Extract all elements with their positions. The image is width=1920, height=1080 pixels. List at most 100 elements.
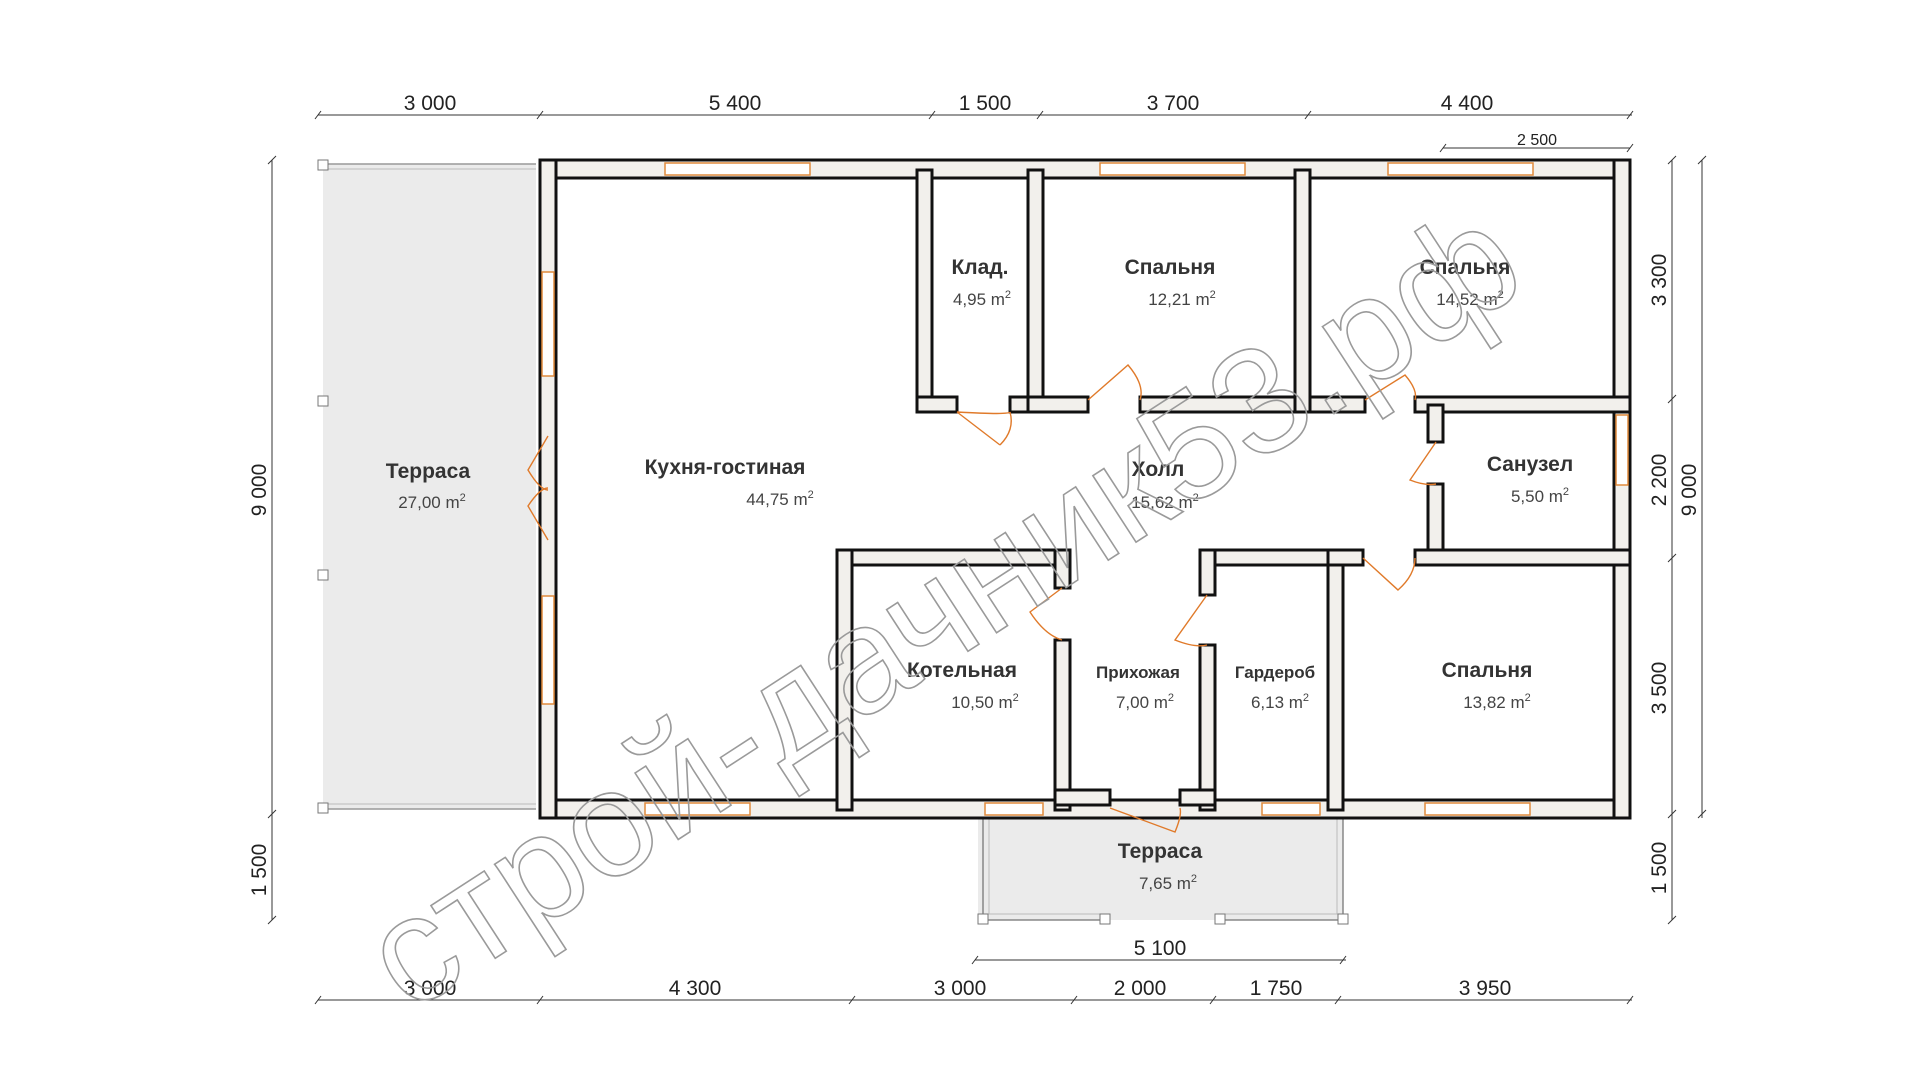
terrace-post: [1214, 913, 1226, 925]
dim-top-2: 5 400: [709, 92, 762, 115]
dim-tick: [267, 155, 277, 165]
wall-bedroom3-top-right: [1413, 548, 1632, 567]
window-bottom-boiler: [984, 802, 1044, 816]
dim-right-1: 3 300: [1648, 254, 1671, 307]
room-name-hall: Холл: [1132, 458, 1185, 481]
terrace-entry-rail-right-inner: [1220, 815, 1338, 915]
room-name-terrace-entry: Терраса: [1118, 840, 1203, 863]
dim-tick: [1339, 955, 1347, 965]
dim-tick: [1626, 995, 1634, 1005]
area-sup: 2: [1303, 692, 1309, 704]
dim-bottom-2: 4 300: [669, 977, 722, 1000]
dim-left-terrace: 1 500: [248, 844, 271, 897]
dim-tick: [1626, 110, 1634, 120]
door-terrace-lower: [527, 487, 549, 541]
area-sup: 2: [808, 489, 814, 501]
wall-boiler-left: [835, 548, 854, 812]
area-value: 15,62 m: [1131, 493, 1192, 512]
wall-wardrobe-left-bottom: [1198, 643, 1217, 812]
terrace-entry-floor: [978, 812, 1343, 920]
room-name-bedroom-1: Спальня: [1125, 256, 1216, 279]
window-left-lower: [541, 595, 555, 705]
wall-storage-right: [1026, 168, 1045, 414]
dim-top-5: 4 400: [1441, 92, 1494, 115]
dim-tick: [314, 110, 322, 120]
window-left-upper: [541, 271, 555, 377]
door-wardrobe-arc: [1173, 594, 1208, 647]
dimension-lines: [267, 110, 1707, 1005]
dim-tick: [1697, 809, 1707, 819]
dim-tick: [314, 995, 322, 1005]
room-area-boiler-room: 10,50 m2: [951, 692, 1019, 712]
dim-tick: [928, 110, 936, 120]
window-top-kitchen: [664, 162, 811, 176]
door-bedroom1-arc: [1087, 364, 1142, 401]
wall-boiler-right-bottom: [1053, 638, 1072, 812]
dim-tick: [536, 995, 544, 1005]
dim-tick: [536, 110, 544, 120]
door-bedroom3-arc: [1362, 557, 1416, 591]
terrace-post: [317, 802, 329, 814]
area-sup: 2: [1525, 692, 1531, 704]
wall-bedroom3-top-left: [1326, 548, 1365, 567]
room-name-bathroom: Санузел: [1487, 453, 1573, 476]
room-area-hall: 15,62 m2: [1131, 492, 1199, 512]
window-bottom-wardrobe: [1261, 802, 1321, 816]
room-name-bedroom-3: Спальня: [1442, 659, 1533, 682]
wall-wardrobe-top: [1198, 548, 1342, 567]
wall-bathroom-left-top: [1426, 403, 1445, 444]
dim-left-total: 9 000: [248, 464, 271, 517]
room-area-terrace-main: 27,00 m2: [398, 492, 466, 512]
area-value: 13,82 m: [1463, 693, 1524, 712]
door-storage-swing: [999, 411, 1012, 446]
dim-right-2: 2 200: [1648, 454, 1671, 507]
wall-boiler-bottom-stub: [1053, 788, 1112, 807]
room-area-bedroom-3: 13,82 m2: [1463, 692, 1531, 712]
room-area-kitchen-living: 44,75 m2: [746, 489, 814, 509]
area-value: 6,13 m: [1251, 693, 1303, 712]
area-sup: 2: [1013, 692, 1019, 704]
room-area-bedroom-1: 12,21 m2: [1148, 289, 1216, 309]
terraces: [317, 159, 1349, 925]
room-area-bathroom: 5,50 m2: [1511, 486, 1569, 506]
dim-tick: [1304, 110, 1312, 120]
room-name-kitchen-living: Кухня-гостиная: [645, 456, 806, 479]
door-bedroom2-arc: [1364, 374, 1417, 401]
room-area-bedroom-2: 14,52 m2: [1436, 289, 1504, 309]
terrace-post: [317, 395, 329, 407]
dim-tick: [971, 955, 979, 965]
wall-bedroom-divider: [1293, 168, 1312, 414]
terrace-post: [1099, 913, 1111, 925]
wall-wardrobe-left-top: [1198, 548, 1217, 597]
dim-top-window: 2 500: [1517, 132, 1557, 149]
wall-boiler-right-top: [1053, 548, 1072, 590]
door-bathroom-arc: [1408, 441, 1437, 486]
area-sup: 2: [1191, 873, 1197, 885]
terrace-post: [1337, 913, 1349, 925]
door-entrance-arc: [1109, 807, 1182, 833]
wall-bathroom-top: [1413, 395, 1632, 414]
dim-tick: [1209, 995, 1217, 1005]
window-top-bedroom1: [1099, 162, 1246, 176]
dim-tick: [1667, 394, 1677, 404]
dim-bottom-1: 3 000: [404, 977, 457, 1000]
dim-bottom-3: 3 000: [934, 977, 987, 1000]
area-value: 14,52 m: [1436, 290, 1497, 309]
dim-tick: [1036, 110, 1044, 120]
dim-bottom-6: 3 950: [1459, 977, 1512, 1000]
terrace-entry-rail-left-inner: [988, 815, 1105, 915]
dim-tick: [1334, 995, 1342, 1005]
room-name-entrance: Прихожая: [1096, 663, 1180, 682]
door-storage-arc: [956, 411, 1011, 446]
area-value: 5,50 m: [1511, 487, 1563, 506]
area-sup: 2: [460, 492, 466, 504]
dim-tick: [267, 809, 277, 819]
dim-tick: [1070, 995, 1078, 1005]
dim-right-total: 9 000: [1678, 464, 1701, 517]
terrace-main-floor: [323, 164, 536, 809]
area-value: 7,00 m: [1116, 693, 1168, 712]
room-area-storage: 4,95 m2: [953, 289, 1011, 309]
wall-wardrobe-bottom-stub: [1178, 788, 1217, 807]
dim-top-3: 1 500: [959, 92, 1012, 115]
